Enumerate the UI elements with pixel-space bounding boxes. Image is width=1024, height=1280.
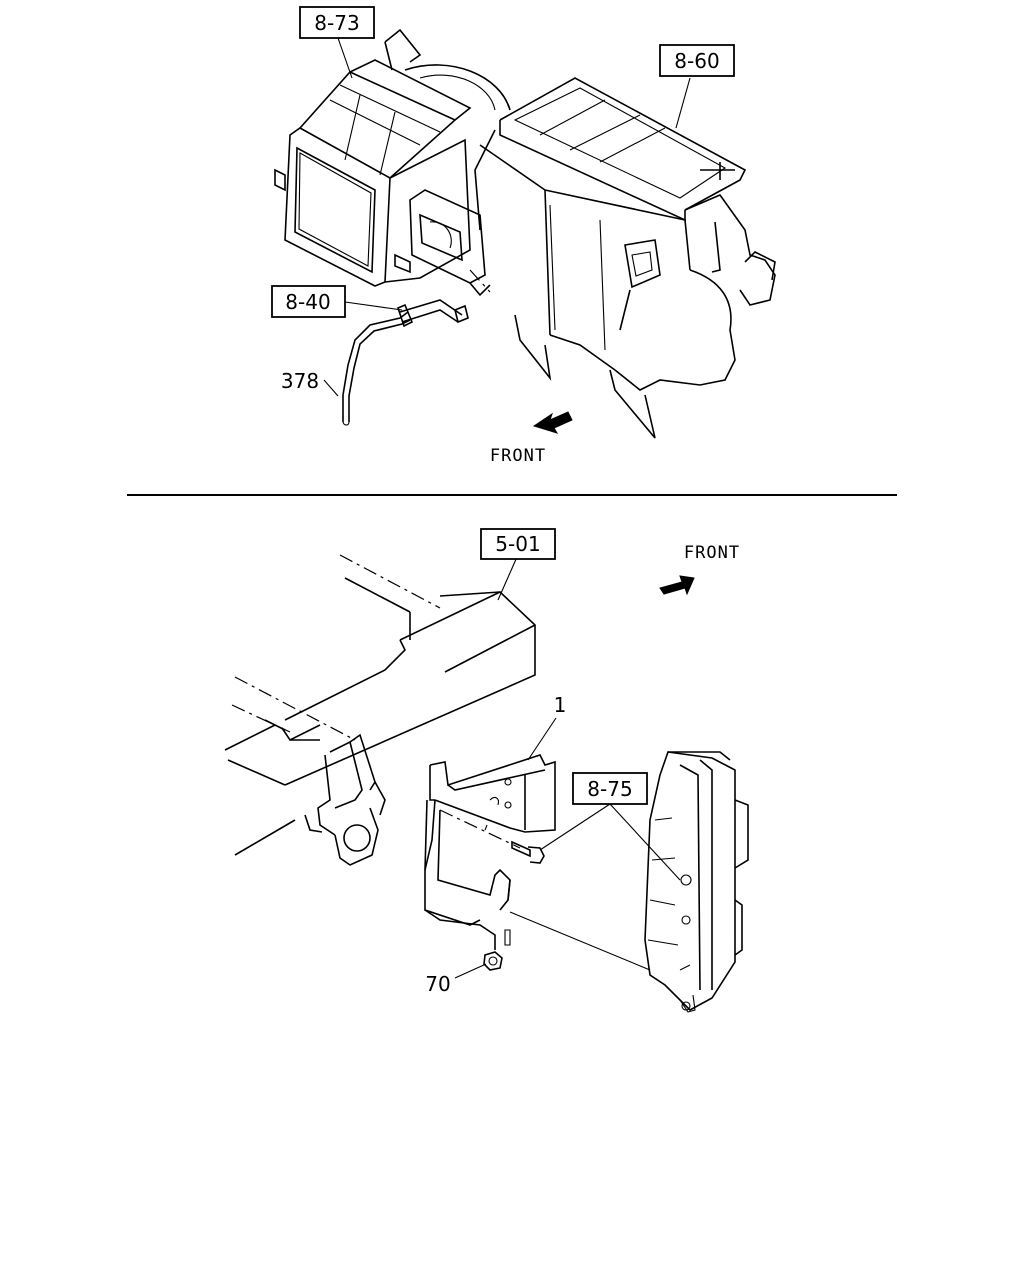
ref-8-40-callout[interactable]: 8-40 <box>271 285 346 318</box>
ref-8-73-callout[interactable]: 8-73 <box>299 6 375 39</box>
nut-drawing <box>483 951 503 971</box>
duct-connector-drawing <box>409 189 491 297</box>
bracket-part-drawing <box>424 754 651 971</box>
ref-8-75-label: 8-75 <box>587 777 632 801</box>
bolt-drawing <box>511 840 545 864</box>
ref-5-01-callout[interactable]: 5-01 <box>480 528 556 560</box>
ref-8-60-label: 8-60 <box>674 49 719 73</box>
leader-lines-bottom <box>454 556 681 979</box>
ref-8-60-callout[interactable]: 8-60 <box>659 44 735 77</box>
front-label-bottom: FRONT <box>684 543 740 563</box>
drain-hose-drawing <box>342 299 469 426</box>
crossmember-drawing <box>224 554 536 866</box>
part-1-label: 1 <box>554 693 567 717</box>
part-378-label: 378 <box>281 369 319 393</box>
control-module-drawing <box>644 751 749 1013</box>
front-arrow-top-icon <box>532 411 573 434</box>
blower-unit-drawing <box>274 28 511 287</box>
front-arrow-bottom-icon <box>659 575 695 596</box>
front-label-top: FRONT <box>490 446 546 466</box>
ref-8-73-label: 8-73 <box>314 11 359 35</box>
bracket-assembly-bottom <box>224 554 749 1013</box>
part-70-label: 70 <box>425 972 450 996</box>
ref-8-75-callout[interactable]: 8-75 <box>572 772 648 805</box>
hvac-assembly-top <box>274 28 776 439</box>
ref-8-40-label: 8-40 <box>285 290 330 314</box>
heater-unit-drawing <box>474 77 776 439</box>
ref-5-01-label: 5-01 <box>495 532 540 556</box>
leader-lines-top <box>323 37 691 397</box>
